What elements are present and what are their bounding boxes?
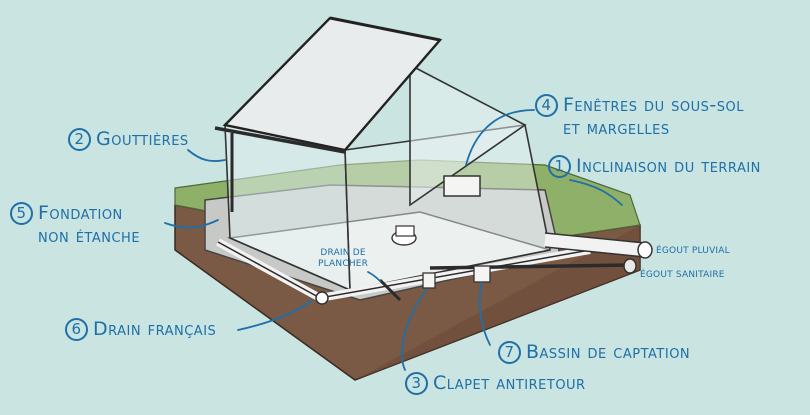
arrow-drain-plancher xyxy=(367,271,381,282)
storm-sewer-pipe xyxy=(544,233,646,257)
house-gable xyxy=(409,63,527,207)
label-egout-sanitaire: ÉGOUT SANITAIRE xyxy=(640,270,725,280)
arrow-fondation xyxy=(164,219,219,229)
arrow-gouttieres xyxy=(187,149,226,163)
sump-basin xyxy=(473,265,491,283)
number-badge: 7 xyxy=(498,341,521,364)
gutter xyxy=(214,126,346,154)
arrow-drain-francais xyxy=(237,299,313,331)
sanitary-sewer-pipe xyxy=(429,263,631,270)
number-badge: 5 xyxy=(10,202,33,225)
number-badge: 1 xyxy=(548,155,571,178)
floor-drain-pipe xyxy=(378,278,402,302)
number-badge: 4 xyxy=(535,94,558,117)
soil-block-right xyxy=(355,225,640,380)
check-valve xyxy=(422,272,436,289)
arrow-bassin xyxy=(478,282,491,346)
arrow-fenetres xyxy=(465,109,535,166)
label-egout-pluvial: ÉGOUT PLUVIAL xyxy=(656,246,730,256)
number-badge: 3 xyxy=(405,372,428,395)
arrow-clapet xyxy=(401,289,427,371)
label-drain-plancher: DRAIN DE PLANCHER xyxy=(318,248,369,269)
basement-window xyxy=(443,175,481,197)
roof xyxy=(222,16,443,152)
number-badge: 6 xyxy=(65,318,88,341)
number-badge: 2 xyxy=(68,128,91,151)
arrow-inclinaison xyxy=(569,179,623,206)
